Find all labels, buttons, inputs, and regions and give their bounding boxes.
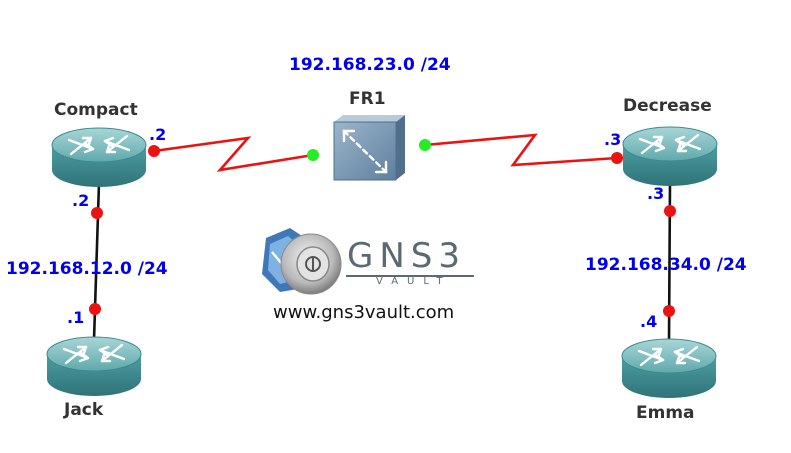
router-jack[interactable] [45,335,143,398]
status-dot-compact-eth [91,207,103,219]
interface-label-emma-eth: .4 [640,312,658,331]
gns3-logo-icon [262,228,474,295]
device-label-compact: Compact [54,100,138,120]
network-label-23: 192.168.23.0 /24 [289,55,451,75]
network-label-12: 192.168.12.0 /24 [6,259,168,279]
interface-label-compact-serial: .2 [149,125,167,144]
serial-link-fr1-decrease [424,133,618,167]
status-dot-emma-eth [663,305,675,317]
status-dot-jack-eth [89,303,101,315]
router-compact[interactable] [50,126,148,189]
status-dot-compact-serial [148,145,160,157]
interface-label-jack-eth: .1 [67,308,85,327]
interface-label-compact-eth: .2 [72,191,90,210]
status-dot-fr1-right [419,139,431,151]
interface-label-decrease-eth: .3 [647,184,665,203]
status-dot-fr1-left [307,149,319,161]
website-link[interactable]: www.gns3vault.com [273,302,455,323]
device-label-jack: Jack [64,400,104,420]
router-decrease[interactable] [621,125,719,188]
logo-subtitle: VAULT [376,276,452,287]
frame-relay-switch-icon[interactable] [333,115,405,181]
logo-wordmark: GNS3 [347,236,466,276]
status-dot-decrease-serial [611,152,623,164]
device-label-emma: Emma [636,403,695,423]
device-label-fr1: FR1 [349,89,386,109]
network-label-34: 192.168.34.0 /24 [585,255,747,275]
serial-link-compact-fr1 [153,136,314,172]
status-dot-decrease-eth [664,205,676,217]
device-label-decrease: Decrease [623,96,712,116]
router-emma[interactable] [620,337,718,400]
interface-label-decrease-serial: .3 [604,130,622,149]
